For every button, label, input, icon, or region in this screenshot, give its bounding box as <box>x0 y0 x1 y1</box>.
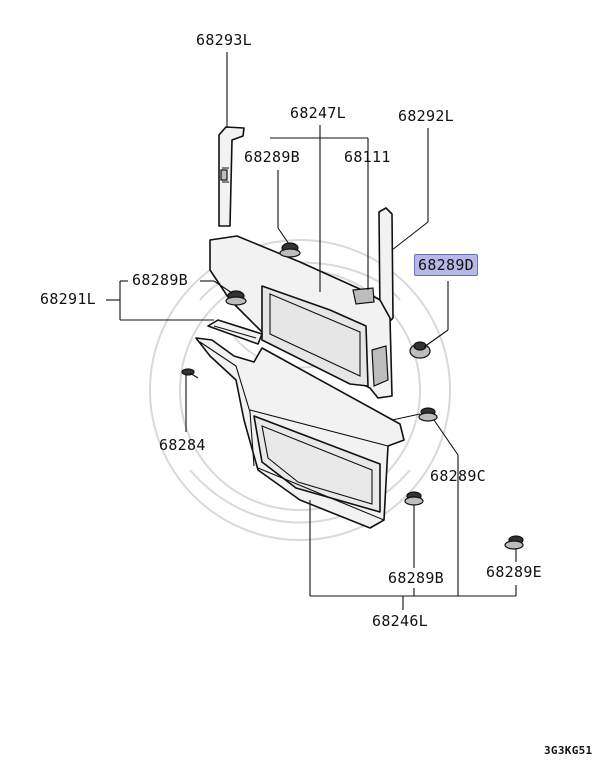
label-68291L: 68291L <box>40 290 96 308</box>
clip-68289E <box>504 535 524 550</box>
clip-68289B-left <box>225 290 247 306</box>
label-68289B-left: 68289B <box>132 271 188 289</box>
label-68289B-top: 68289B <box>244 148 300 166</box>
leader-lines <box>106 52 517 610</box>
screw-68284 <box>181 368 199 379</box>
plate-68291L <box>207 319 263 345</box>
label-68247L: 68247L <box>290 104 346 122</box>
label-68284: 68284 <box>159 436 206 454</box>
label-68289B-bottom: 68289B <box>388 569 444 587</box>
clip-68289B-top <box>279 242 301 258</box>
label-68289E: 68289E <box>486 563 542 581</box>
label-68289C: 68289C <box>430 467 486 485</box>
label-68292L: 68292L <box>398 107 454 125</box>
diagram-code: 3G3KG51 <box>544 744 593 757</box>
label-68289D-highlighted[interactable]: 68289D <box>414 254 478 276</box>
label-68111: 68111 <box>344 148 391 166</box>
clip-68289C <box>418 407 438 422</box>
clip-68289B-bottom <box>404 491 424 506</box>
upper-trim-68247L <box>209 235 393 399</box>
pillar-trim-68293L <box>218 126 245 227</box>
lower-trim-68246L <box>195 337 405 529</box>
label-68246L: 68246L <box>372 612 428 630</box>
label-68293L: 68293L <box>196 31 252 49</box>
